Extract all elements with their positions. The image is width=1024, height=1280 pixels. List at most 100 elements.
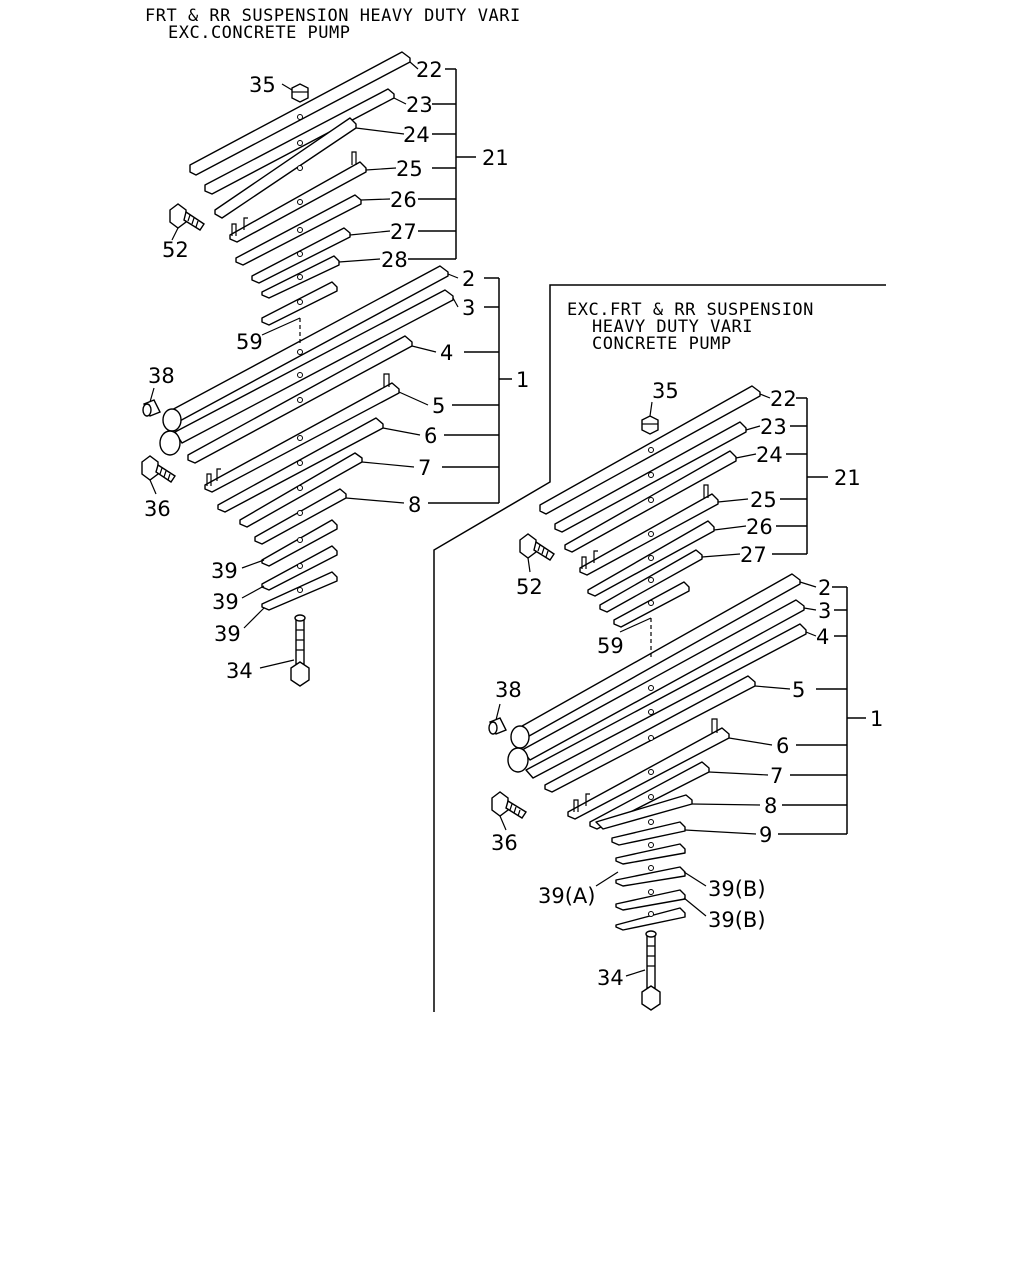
- callout-39: 39: [214, 622, 241, 646]
- callout-28: 28: [381, 248, 408, 272]
- callout-26: 26: [746, 515, 773, 539]
- right-bracket-1: [495, 581, 866, 977]
- clip-6c: [585, 793, 590, 806]
- callout-21: 21: [834, 466, 861, 490]
- bolt-hole: [297, 199, 303, 205]
- clip-6b: [573, 799, 579, 812]
- bolt-hole: [297, 435, 303, 441]
- bolt-hole: [648, 794, 654, 800]
- bolt-hole: [297, 251, 303, 257]
- bolt-hole: [297, 372, 303, 378]
- callout-22: 22: [416, 58, 443, 82]
- callout-2: 2: [818, 576, 831, 600]
- callout-8: 8: [408, 493, 421, 517]
- left-bracket-1: [149, 273, 512, 669]
- callout-1: 1: [516, 368, 529, 392]
- bolt-hole: [297, 563, 303, 569]
- callout-3: 3: [462, 296, 475, 320]
- callout-24: 24: [403, 123, 430, 147]
- bolt-hole: [648, 819, 654, 825]
- bolt-hole: [648, 911, 654, 917]
- callout-39-a: 39(A): [538, 884, 595, 908]
- left-lower-leaf-pack: [159, 265, 454, 611]
- bolt-hole: [648, 865, 654, 871]
- callout-1: 1: [870, 707, 883, 731]
- bolt-hole: [648, 735, 654, 741]
- center-bolt-34-icon: [290, 614, 310, 687]
- callout-27: 27: [390, 220, 417, 244]
- leaf-3: [174, 289, 454, 444]
- nut-35-icon: [291, 83, 309, 103]
- leaf-3: [521, 599, 805, 761]
- callout-23: 23: [406, 93, 433, 117]
- callout-35: 35: [249, 73, 276, 97]
- callout-5: 5: [792, 678, 805, 702]
- clip-25c: [243, 217, 248, 230]
- callout-39-b: 39(B): [708, 908, 766, 932]
- callout-25: 25: [750, 488, 777, 512]
- bolt-hole: [648, 577, 654, 583]
- callout-26: 26: [390, 188, 417, 212]
- bolt-hole: [648, 769, 654, 775]
- callout-24: 24: [756, 443, 783, 467]
- leaf-39-a: [261, 519, 338, 567]
- eye-front-upper: [510, 725, 530, 749]
- leaf-39-b: [615, 866, 686, 887]
- left-bracket-21: [171, 61, 476, 336]
- bolt-hole: [648, 447, 654, 453]
- eye-front-upper: [162, 408, 182, 432]
- bolt-36-icon: [491, 791, 527, 819]
- left-header-line-2: EXC.CONCRETE PUMP: [168, 23, 351, 43]
- right-callouts: 35 22 23 24 25 26 27 21 52 59 2 3 4 1 38…: [491, 379, 883, 990]
- callout-7: 7: [770, 764, 783, 788]
- bolt-hole: [297, 537, 303, 543]
- nut-35-icon: [641, 415, 659, 435]
- callout-59: 59: [597, 634, 624, 658]
- bolt-hole: [297, 274, 303, 280]
- bolt-hole: [297, 299, 303, 305]
- callout-34: 34: [226, 659, 253, 683]
- callout-6: 6: [776, 734, 789, 758]
- callout-52: 52: [162, 238, 189, 262]
- right-lower-leaf-pack: [507, 573, 807, 931]
- callout-8: 8: [764, 794, 777, 818]
- bolt-hole: [648, 472, 654, 478]
- callout-38: 38: [148, 364, 175, 388]
- callout-35: 35: [652, 379, 679, 403]
- bushing-38-icon: [488, 717, 507, 735]
- left-callouts: 35 22 23 24 25 26 27 28 21 52 59 2 3 4 1…: [144, 58, 529, 683]
- eye-front-lower: [507, 747, 529, 773]
- callout-36: 36: [144, 497, 171, 521]
- callout-27: 27: [740, 543, 767, 567]
- right-header-line-3: CONCRETE PUMP: [592, 334, 732, 354]
- right-header-line-2: HEAVY DUTY VARI: [592, 317, 753, 337]
- callout-21: 21: [482, 146, 509, 170]
- right-header-line-1: EXC.FRT & RR SUSPENSION: [567, 300, 814, 320]
- callout-23: 23: [760, 415, 787, 439]
- clip-6a: [711, 718, 718, 733]
- clip-5b: [206, 473, 212, 486]
- callout-59: 59: [236, 330, 263, 354]
- callout-38: 38: [495, 678, 522, 702]
- callout-6: 6: [424, 424, 437, 448]
- left-header-line-1: FRT & RR SUSPENSION HEAVY DUTY VARI: [145, 6, 521, 26]
- left-panel: FRT & RR SUSPENSION HEAVY DUTY VARI EXC.…: [141, 6, 529, 687]
- bolt-hole: [648, 842, 654, 848]
- clip-5c: [216, 468, 221, 481]
- bolt-hole: [297, 114, 303, 120]
- callout-36: 36: [491, 831, 518, 855]
- callout-25: 25: [396, 157, 423, 181]
- callout-39: 39: [212, 590, 239, 614]
- leaf-39-a: [615, 843, 686, 865]
- leaf-9: [611, 821, 686, 846]
- bolt-hole: [297, 460, 303, 466]
- bolt-hole: [297, 165, 303, 171]
- clip-25c: [593, 550, 598, 563]
- bolt-hole: [297, 140, 303, 146]
- leaf-39-d: [615, 907, 686, 931]
- bolt-36-icon: [141, 455, 176, 483]
- bolt-hole: [648, 889, 654, 895]
- bolt-hole: [297, 510, 303, 516]
- bolt-hole: [297, 485, 303, 491]
